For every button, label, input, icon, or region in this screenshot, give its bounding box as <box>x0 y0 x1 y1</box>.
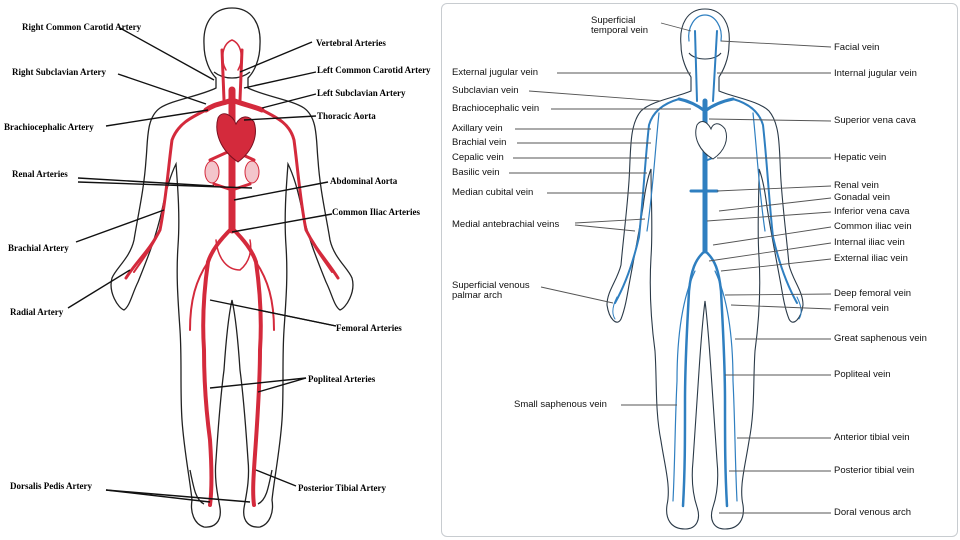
venous-system-panel: Superficial temporal vein External jugul… <box>441 3 958 537</box>
label-small-saphenous-vein: Small saphenous vein <box>514 400 607 410</box>
label-brachial-artery: Brachial Artery <box>8 243 69 253</box>
label-femoral-vein: Femoral vein <box>834 304 889 314</box>
label-vertebral-arteries: Vertebral Arteries <box>316 38 386 48</box>
label-gonadal-vein: Gonadal vein <box>834 193 890 203</box>
arterial-system-panel: Right Common Carotid Artery Vertebral Ar… <box>0 0 440 540</box>
label-abdominal-aorta: Abdominal Aorta <box>330 176 397 186</box>
label-renal-arteries: Renal Arteries <box>12 169 68 179</box>
kidney-right-shape <box>245 161 259 183</box>
label-medial-antebrachial-veins: Medial antebrachial veins <box>452 220 559 230</box>
label-thoracic-aorta: Thoracic Aorta <box>317 111 376 121</box>
label-facial-vein: Facial vein <box>834 43 879 53</box>
venous-body-figure <box>442 4 959 538</box>
kidney-left-shape <box>205 161 219 183</box>
label-brachial-vein: Brachial vein <box>452 138 506 148</box>
label-basilic-vein: Basilic vein <box>452 168 500 178</box>
label-superficial-temporal-vein-line2: temporal vein <box>591 26 648 36</box>
artery-leader-lines <box>68 28 336 502</box>
label-superficial-venous-palmar-arch-line2: palmar arch <box>452 291 502 301</box>
heart-icon <box>696 122 727 159</box>
label-brachiocephalic-vein: Brachiocephalic vein <box>452 104 539 114</box>
label-cepalic-vein: Cepalic vein <box>452 153 504 163</box>
label-axillary-vein: Axillary vein <box>452 124 503 134</box>
label-internal-iliac-vein: Internal iliac vein <box>834 238 905 248</box>
label-hepatic-vein: Hepatic vein <box>834 153 886 163</box>
label-median-cubital-vein: Median cubital vein <box>452 188 533 198</box>
label-radial-artery: Radial Artery <box>10 307 63 317</box>
label-renal-vein: Renal vein <box>834 181 879 191</box>
label-deep-femoral-vein: Deep femoral vein <box>834 289 911 299</box>
label-inferior-vena-cava: Inferior vena cava <box>834 207 910 217</box>
label-external-jugular-vein: External jugular vein <box>452 68 538 78</box>
label-left-common-carotid-artery: Left Common Carotid Artery <box>317 65 431 75</box>
label-right-subclavian-artery: Right Subclavian Artery <box>12 67 106 77</box>
label-posterior-tibial-vein: Posterior tibial vein <box>834 466 914 476</box>
vein-network <box>613 15 801 506</box>
label-external-iliac-vein: External iliac vein <box>834 254 908 264</box>
label-brachiocephalic-artery: Brachiocephalic Artery <box>4 122 94 132</box>
label-dorsalis-pedis-artery: Dorsalis Pedis Artery <box>10 481 92 491</box>
label-posterior-tibial-artery: Posterior Tibial Artery <box>298 483 386 493</box>
body-outline-venous <box>607 9 803 529</box>
label-internal-jugular-vein: Internal jugular vein <box>834 69 917 79</box>
label-common-iliac-arteries: Common Iliac Arteries <box>332 207 420 217</box>
label-great-saphenous-vein: Great saphenous vein <box>834 334 927 344</box>
label-common-iliac-vein: Common iliac vein <box>834 222 912 232</box>
label-subclavian-vein: Subclavian vein <box>452 86 519 96</box>
arterial-body-figure <box>0 0 440 540</box>
label-popliteal-vein: Popliteal vein <box>834 370 891 380</box>
label-femoral-arteries: Femoral Arteries <box>336 323 402 333</box>
body-outline <box>111 8 353 527</box>
label-left-subclavian-artery: Left Subclavian Artery <box>317 88 406 98</box>
label-right-common-carotid-artery: Right Common Carotid Artery <box>22 22 141 32</box>
label-superior-vena-cava: Superior vena cava <box>834 116 916 126</box>
label-doral-venous-arch: Doral venous arch <box>834 508 911 518</box>
label-popliteal-arteries: Popliteal Arteries <box>308 374 375 384</box>
label-anterior-tibial-vein: Anterior tibial vein <box>834 433 910 443</box>
